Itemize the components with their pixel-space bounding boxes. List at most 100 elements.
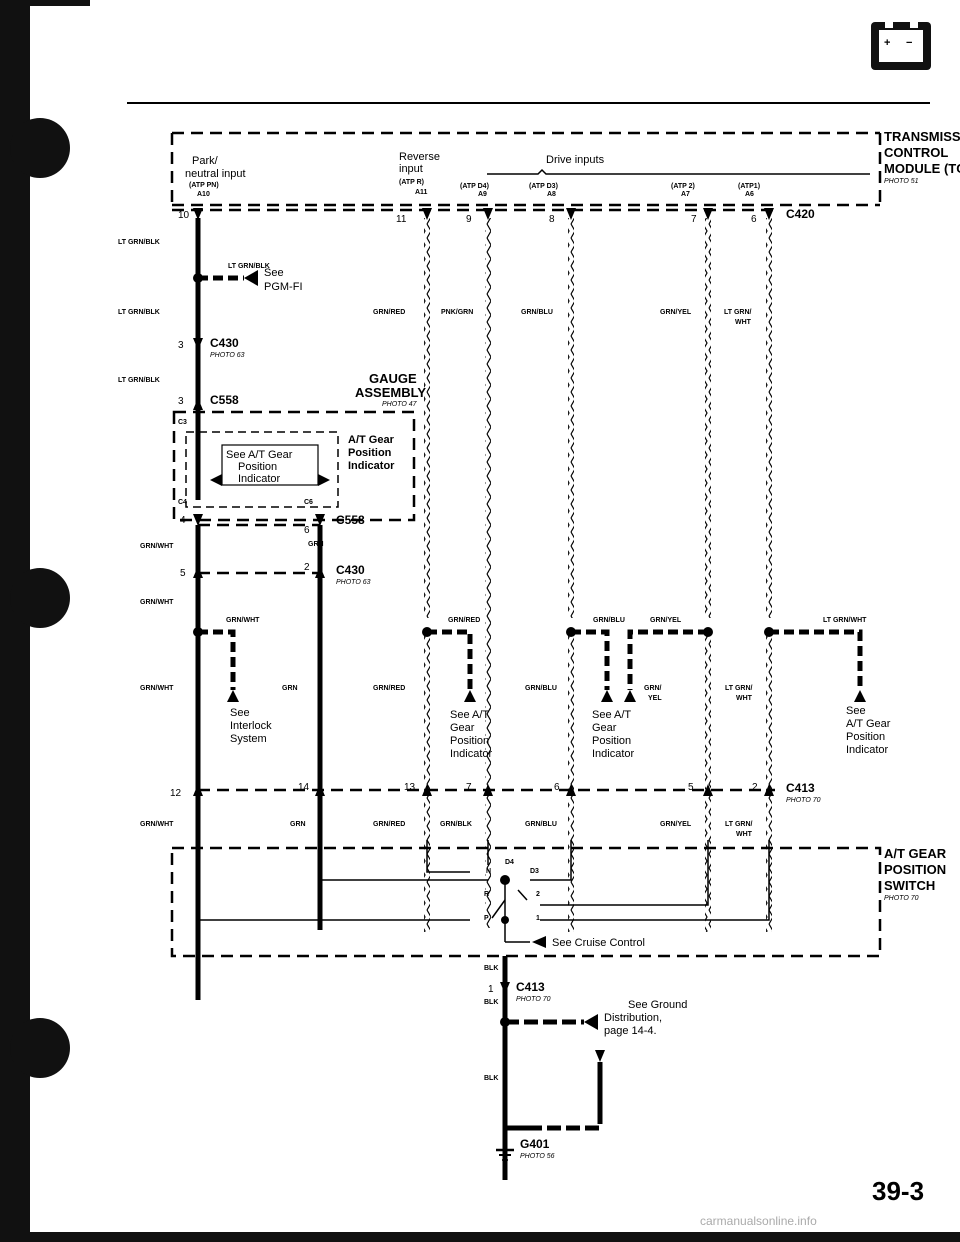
wire-label-grn-2: GRN [282, 685, 298, 692]
wire-label-grnred-4: GRN/RED [373, 821, 405, 828]
see-at-mid-4: Indicator [450, 748, 493, 760]
wire-label-grnblu-2: GRN/BLU [593, 617, 625, 624]
g401-photo: PHOTO 56 [520, 1153, 555, 1160]
watermark-text: carmanualsonline.info [700, 1214, 817, 1228]
pgmfi-label-2: PGM-FI [264, 281, 303, 293]
c558-a-pin: 3 [178, 396, 184, 407]
ground-1: See Ground [628, 999, 687, 1011]
wire-label-ltgrnblk-pgm: LT GRN/BLK [228, 263, 270, 270]
c430-b-pin-left: 5 [180, 568, 186, 579]
see-at-right-mid-4: Indicator [592, 748, 635, 760]
switch-title-3: SWITCH [884, 878, 935, 893]
wire-label-ltgrnwht-1a: LT GRN/ [724, 309, 752, 316]
svg-text:−: − [906, 37, 912, 49]
wire-label-grnyel-1: GRN/YEL [660, 309, 692, 316]
wire-label-grn-3: GRN [290, 821, 306, 828]
switch-title-2: POSITION [884, 862, 946, 877]
reverse-sub: (ATP R) [399, 179, 424, 186]
wire-label-grnyel-split-1: GRN/ [644, 685, 662, 692]
atp-d4-sub: (ATP D4) [460, 183, 489, 190]
park-neutral-pin: A10 [197, 191, 210, 198]
switch-pos-p: P [484, 915, 489, 922]
svg-text:+: + [884, 37, 890, 49]
grnblu-grnyel-splice: GRN/BLU GRN/YEL GRN/BLU GRN/ YEL See A/T… [525, 617, 713, 932]
gauge-title-1: GAUGE [369, 371, 417, 386]
interlock-2: Interlock [230, 720, 272, 732]
park-neutral-sub: (ATP PN) [189, 182, 219, 189]
reverse-label-1: Reverse [399, 151, 440, 163]
c430-b-pin-right: 2 [304, 562, 310, 573]
pgmfi-splice: See PGM-FI [193, 267, 303, 293]
switch-pos-1: 1 [536, 915, 540, 922]
wire-label-ltgrnwht-2a: LT GRN/ [725, 685, 753, 692]
page-number: 39-3 [872, 1176, 924, 1206]
c430-upper: 3 C430 PHOTO 63 [178, 336, 245, 359]
ltgrnwht-splice: LT GRN/WHT LT GRN/ WHT See A/T Gear Posi… [725, 617, 891, 932]
switch-pos-n: N [486, 868, 491, 875]
c558-a-name: C558 [210, 393, 239, 407]
wire-label-blk-2: BLK [484, 999, 498, 1006]
see-at-mid-3: Position [450, 735, 489, 747]
wire-label-grnyel-split-2: YEL [648, 695, 662, 702]
c430-b-name: C430 [336, 563, 365, 577]
c420-connector-marks [193, 208, 774, 220]
see-at-right-mid-3: Position [592, 735, 631, 747]
gauge-title-2: ASSEMBLY [355, 385, 426, 400]
see-at-right-mid-1: See A/T [592, 709, 631, 721]
ground-2: Distribution, [604, 1012, 662, 1024]
at-indicator-see-2: Position [238, 461, 277, 473]
wire-label-grnwht-5: GRN/WHT [140, 821, 174, 828]
interlock-splice: GRN/WHT GRN/WHT GRN See Interlock System [140, 617, 298, 745]
bottom-bar [0, 1232, 960, 1242]
atp-d4-pin: A9 [478, 191, 487, 198]
at-c3: C3 [178, 419, 187, 426]
c420-pin-9: 9 [466, 214, 472, 225]
gauge-assembly: GAUGE ASSEMBLY PHOTO 47 3 C558 [172, 371, 426, 522]
tcm-title-3: MODULE (TCM) [884, 161, 960, 176]
c430-a-name: C430 [210, 336, 239, 350]
c413-pin-7: 7 [466, 782, 472, 793]
c413-photo: PHOTO 70 [786, 797, 821, 804]
park-neutral-label-1: Park/ [192, 155, 219, 167]
see-at-far-2: A/T Gear [846, 718, 891, 730]
wire-label-grn-1: GRN [308, 541, 324, 548]
tcm-photo: PHOTO 51 [884, 178, 919, 185]
park-neutral-label-2: neutral input [185, 168, 246, 180]
tcm-title-1: TRANSMISSION [884, 129, 960, 144]
interlock-1: See [230, 707, 250, 719]
switch-pos-r: R [484, 891, 489, 898]
c413-name: C413 [786, 781, 815, 795]
c413-pin-2: 2 [752, 782, 758, 793]
ground-section: BLK 1 C413 PHOTO 70 BLK See Ground Distr… [484, 956, 687, 1180]
c430-a-photo: PHOTO 63 [210, 352, 245, 359]
at-switch-box: A/T GEAR POSITION SWITCH PHOTO 70 N D4 D… [170, 840, 947, 958]
atp-2-sub: (ATP 2) [671, 183, 695, 190]
wire-label-ltgrnwht-3b: WHT [736, 831, 753, 838]
c413-b-name: C413 [516, 980, 545, 994]
c413-pin-5: 5 [688, 782, 694, 793]
c430-lower: 5 2 C430 PHOTO 63 GRN/WHT [140, 525, 371, 1000]
c420-label: C420 [786, 207, 815, 221]
switch-pos-2: 2 [536, 891, 540, 898]
reverse-label-2: input [399, 163, 423, 175]
c558-b-pin-right: 6 [304, 525, 310, 536]
atp-1-sub: (ATP1) [738, 183, 760, 190]
wire-label-grnwht-2: GRN/WHT [140, 599, 174, 606]
c420-pin-11: 11 [396, 214, 407, 225]
c420-pin-8: 8 [549, 214, 555, 225]
wire-label-ltgrnblk-1: LT GRN/BLK [118, 239, 160, 246]
battery-icon: + − [871, 22, 931, 70]
c420-pin-7: 7 [691, 214, 697, 225]
c413-pin-14: 14 [298, 782, 310, 793]
wire-label-grnblu-3: GRN/BLU [525, 685, 557, 692]
atp-d3-pin: A8 [547, 191, 556, 198]
atp-1-pin: A6 [745, 191, 754, 198]
wire-label-grnred-1: GRN/RED [373, 309, 405, 316]
gauge-photo: PHOTO 47 [382, 401, 418, 408]
wire-label-grnred-3: GRN/RED [373, 685, 405, 692]
c413-pin-12: 12 [170, 788, 182, 799]
wire-label-blk-3: BLK [484, 1075, 498, 1082]
wire-label-grnwht-4: GRN/WHT [140, 685, 174, 692]
wire-label-ltgrnwht-2b: WHT [736, 695, 753, 702]
